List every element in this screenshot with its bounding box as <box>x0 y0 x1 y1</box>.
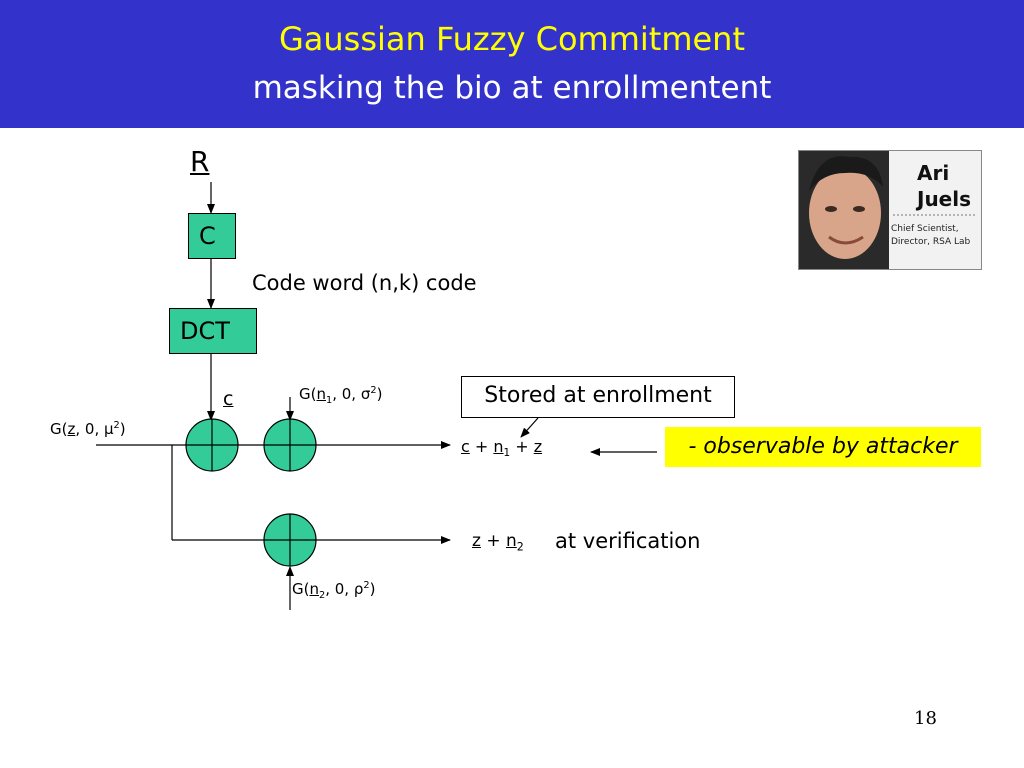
portrait-photo: Ari Juels Chief Scientist, Director, RSA… <box>798 150 982 270</box>
photo-name-last: Juels <box>917 187 972 211</box>
input-r-label: R <box>190 145 210 178</box>
dct-box: DCT <box>169 308 257 354</box>
portrait-illustration <box>799 151 977 269</box>
verify-output-label: z + n2 <box>472 531 524 554</box>
slide-subtitle: masking the bio at enrollmentent <box>252 70 772 106</box>
codeword-label: Code word (n,k) code <box>252 271 477 295</box>
adder-1 <box>185 418 239 472</box>
slide-title: Gaussian Fuzzy Commitment <box>278 20 745 58</box>
stored-at-enrollment-box: Stored at enrollment <box>461 376 735 418</box>
adder-2 <box>263 418 317 472</box>
arrow-stored <box>520 417 539 438</box>
noise-z-label: G(z, 0, μ2) <box>50 420 126 438</box>
dct-box-label: DCT <box>180 317 230 345</box>
noise-n1-label: G(n1, 0, σ2) <box>299 385 383 406</box>
page-number: 18 <box>914 708 937 729</box>
c-box: C <box>188 213 236 259</box>
photo-caption-line2: Director, RSA Lab <box>891 237 971 247</box>
title-bar: Gaussian Fuzzy Commitment masking the bi… <box>0 0 1024 128</box>
verification-label: at verification <box>555 529 701 553</box>
photo-name-first: Ari <box>917 161 950 185</box>
c-vector-label: c <box>223 388 234 410</box>
adder-3 <box>263 513 317 567</box>
c-box-label: C <box>199 222 216 250</box>
observable-by-attacker-label: - observable by attacker <box>665 427 981 467</box>
photo-caption-line1: Chief Scientist, <box>891 224 959 234</box>
noise-n2-label: G(n2, 0, ρ2) <box>292 580 376 601</box>
enroll-output-label: c + n1 + z <box>461 437 543 460</box>
